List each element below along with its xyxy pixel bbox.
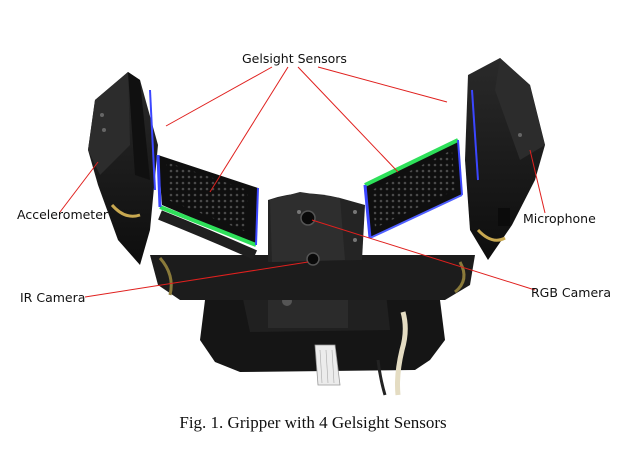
accelerometer-label: Accelerometer [17,207,109,222]
ir-camera-label: IR Camera [20,290,86,305]
leader-gelsight-right [317,66,448,103]
gripper-figure [59,58,546,396]
leader-rgb-camera [311,219,536,291]
left-arm [88,72,158,265]
ir-camera-lens [306,252,320,266]
center-wrist [268,192,365,266]
right-arm [465,58,545,260]
black-cable [376,359,387,396]
leader-lines [59,66,546,298]
left-sensor-pad [156,154,259,260]
gripper-shelf [150,255,475,300]
gelsight-sensors-label: Gelsight Sensors [242,51,347,66]
leader-microphone [529,149,546,214]
leader-gelsight-left [165,66,273,127]
right-sensor-pad [363,138,463,239]
leader-gelsight-center-left [209,66,289,193]
microphone-label: Microphone [523,211,596,226]
leader-accelerometer [59,161,99,213]
leader-gelsight-center-right [297,66,399,173]
leader-ir-camera [84,261,309,298]
cable [395,311,408,396]
ribbon-cable [314,344,341,386]
rgb-camera-label: RGB Camera [531,285,611,300]
figure-caption: Fig. 1. Gripper with 4 Gelsight Sensors [179,413,447,432]
rgb-camera-lens [300,210,316,226]
